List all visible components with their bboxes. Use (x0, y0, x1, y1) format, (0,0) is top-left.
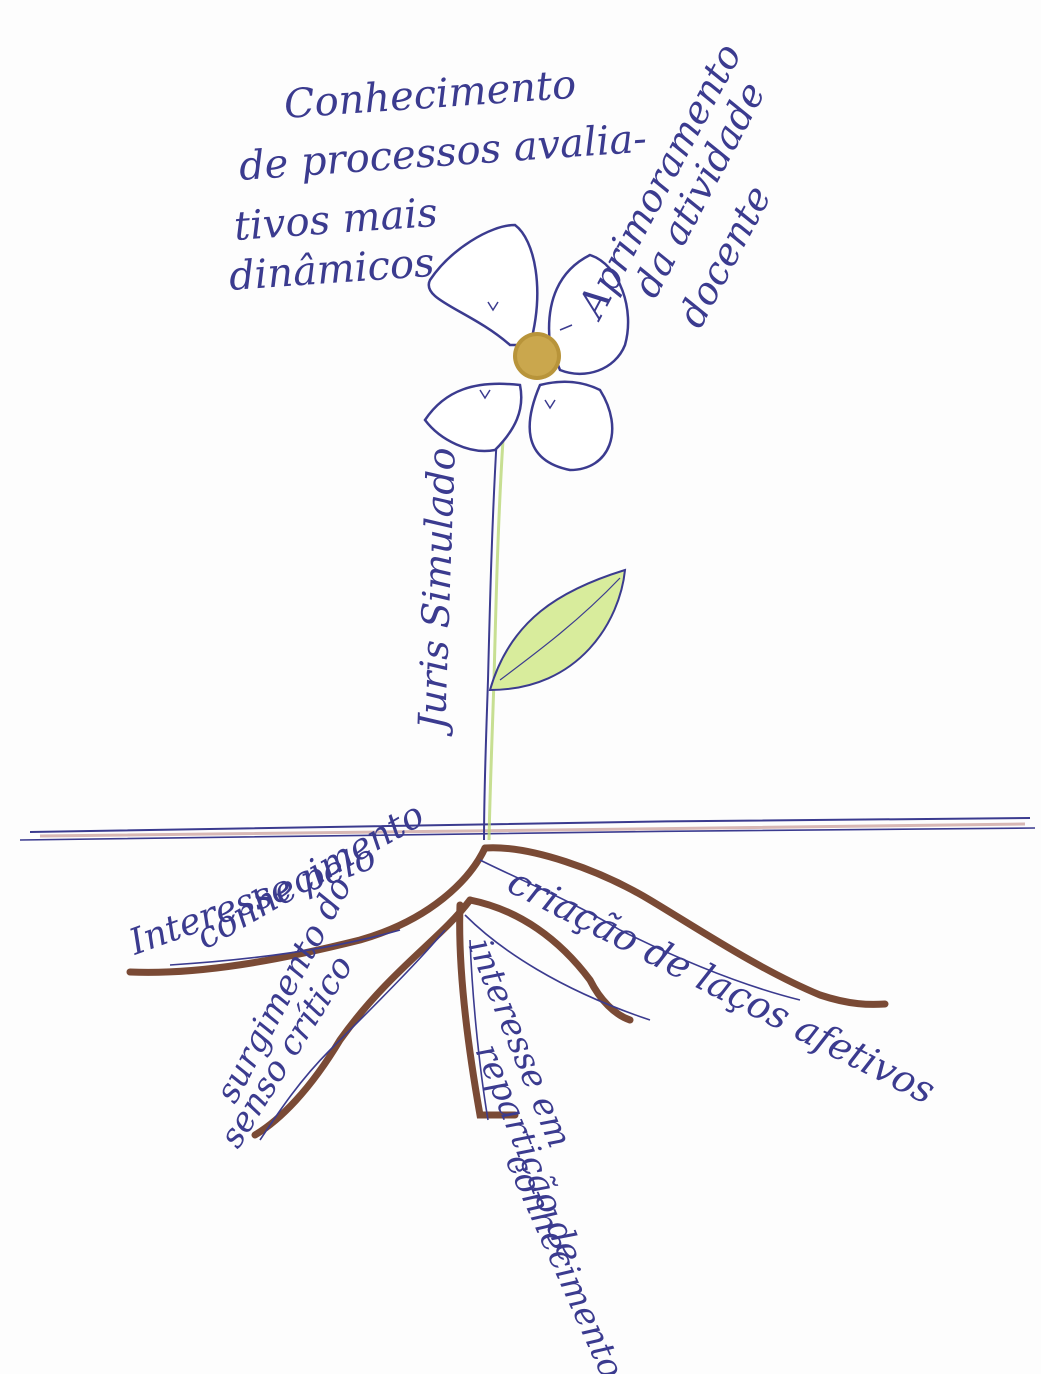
svg-text:conhecimento: conhecimento (497, 1147, 632, 1374)
svg-text:dinâmicos: dinâmicos (227, 240, 435, 300)
svg-text:Juris Simulado: Juris Simulado (410, 447, 464, 738)
label-root-1: Interesse pelo conhecimento (123, 794, 431, 963)
svg-text:Conhecimento: Conhecimento (282, 62, 577, 128)
label-stem: Juris Simulado (410, 447, 464, 738)
soil-line (20, 818, 1035, 840)
label-top-right: Aprimoramento da atividade docente (568, 36, 780, 334)
flower-center (513, 332, 561, 380)
leaf (490, 570, 625, 690)
